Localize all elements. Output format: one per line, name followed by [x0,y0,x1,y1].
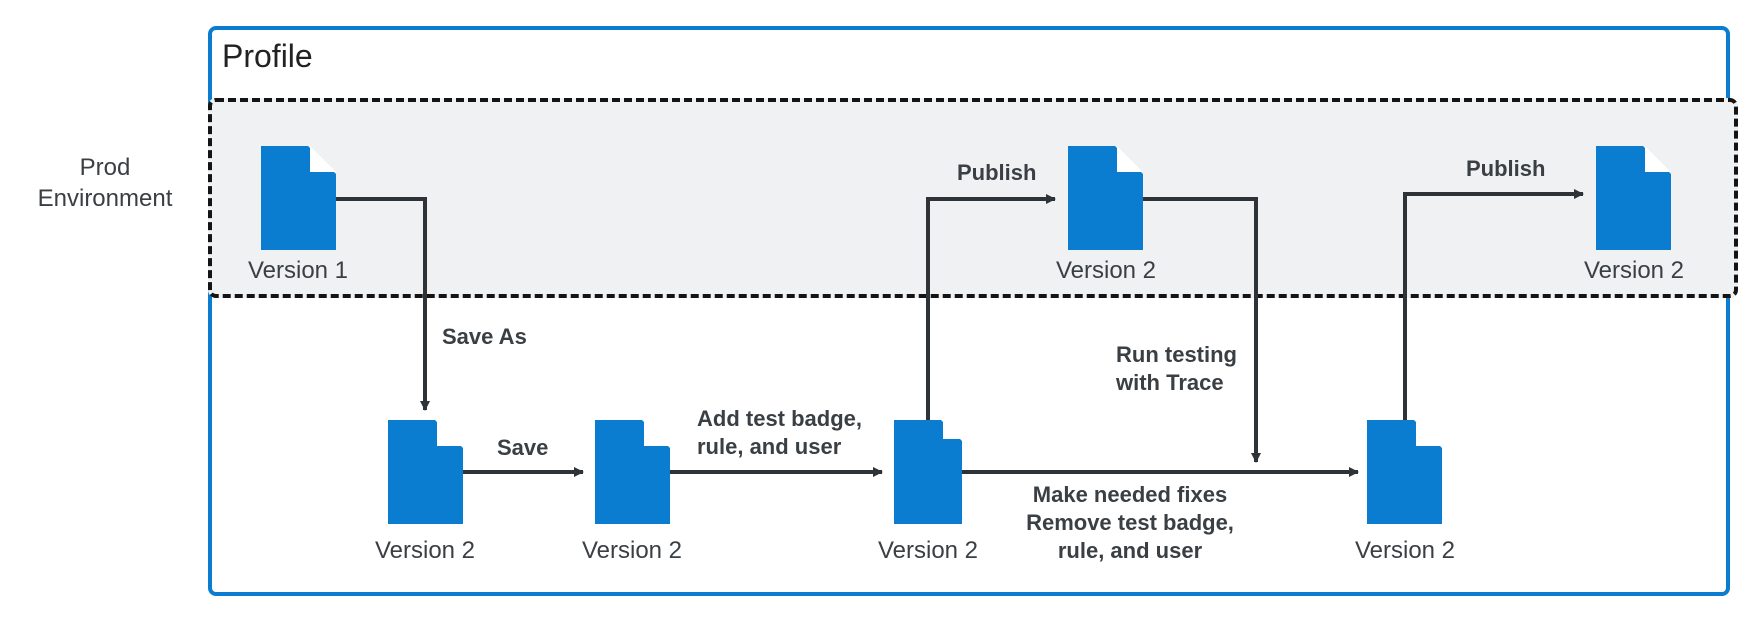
prod-environment-band [208,98,1738,298]
document-icon [1068,146,1143,250]
step-fixes-label: Make needed fixes Remove test badge, rul… [1026,482,1234,563]
document-icon [595,420,670,524]
document-icon [261,146,336,250]
document-label: Version 1 [247,257,349,284]
connector-publish-2 [1403,189,1584,420]
environment-label: Prod Environment [37,154,173,212]
document-icon [388,420,463,524]
step-publish-label: Publish [1466,156,1546,181]
step-save-as-label: Save As [442,324,527,349]
document-icon [1596,146,1671,250]
step-publish-label: Publish [957,160,1037,185]
document-label: Version 2 [1055,257,1157,284]
document-label: Version 2 [1583,257,1685,284]
profile-title: Profile [222,38,313,74]
document-label: Version 2 [374,537,476,564]
connector-run-testing [1143,197,1261,463]
document-icon [1367,420,1442,524]
step-run-testing-label: Run testing with Trace [1116,342,1237,395]
step-save-label: Save [497,435,549,460]
document-label: Version 2 [1354,537,1456,564]
document-label: Version 2 [877,537,979,564]
step-add-test-label: Add test badge, rule, and user [697,406,863,459]
connector-publish-1 [926,194,1056,420]
document-icon [894,420,962,524]
document-label: Version 2 [581,537,683,564]
connector-save-as [336,197,430,411]
profile-frame [208,26,1730,596]
